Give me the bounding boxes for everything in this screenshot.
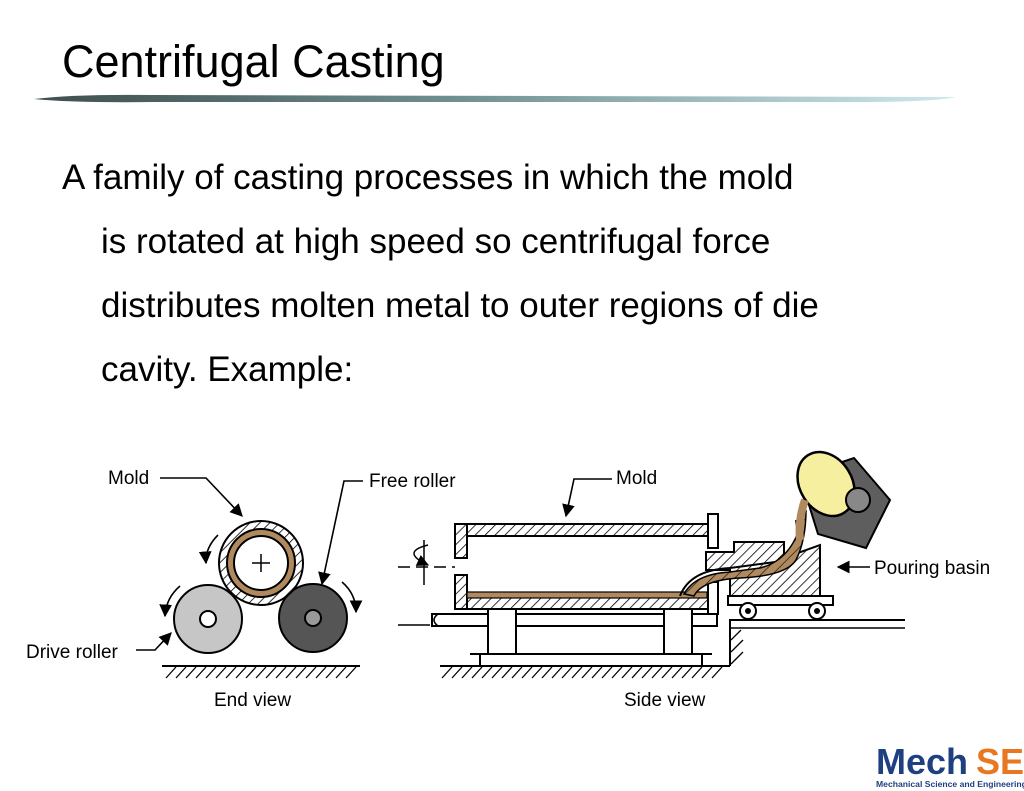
rotation-axis-symbol xyxy=(398,540,455,626)
label-pouring-basin: Pouring basin xyxy=(874,558,990,579)
rotation-arrows-end-view xyxy=(159,534,363,618)
body-line: A family of casting processes in which t… xyxy=(62,158,794,197)
label-end-view: End view xyxy=(214,690,291,711)
label-mold-end-view: Mold xyxy=(108,468,149,489)
label-side-view: Side view xyxy=(624,690,706,711)
body-paragraph: A family of casting processes in which t… xyxy=(62,146,962,402)
slide-title: Centrifugal Casting xyxy=(62,36,445,87)
mold-end-view xyxy=(218,520,304,606)
body-line: is rotated at high speed so centrifugal … xyxy=(101,222,771,261)
ladle xyxy=(795,450,892,550)
title-divider xyxy=(34,94,956,103)
end-view xyxy=(136,477,363,679)
label-free-roller: Free roller xyxy=(369,471,456,492)
body-line: cavity. Example: xyxy=(101,350,354,389)
logo-subtitle: Mechanical Science and Engineering xyxy=(876,779,1024,789)
centrifugal-casting-diagram: Mold Free roller Drive roller Mold Pouri… xyxy=(26,450,990,711)
logo-text-se: SE xyxy=(976,741,1024,782)
drive-roller-right xyxy=(278,583,348,653)
ground-side-view xyxy=(440,619,905,679)
side-view xyxy=(398,450,905,679)
drive-roller-left xyxy=(173,584,243,654)
label-drive-roller: Drive roller xyxy=(26,642,119,663)
cart xyxy=(727,595,834,620)
mechse-logo: Mech SE Mechanical Science and Engineeri… xyxy=(876,741,1024,789)
logo-text-mech: Mech xyxy=(876,741,968,782)
body-line: distributes molten metal to outer region… xyxy=(101,286,819,325)
ground-end-view xyxy=(162,665,360,679)
label-mold-side-view: Mold xyxy=(616,468,657,489)
mold-side-view xyxy=(454,513,719,615)
